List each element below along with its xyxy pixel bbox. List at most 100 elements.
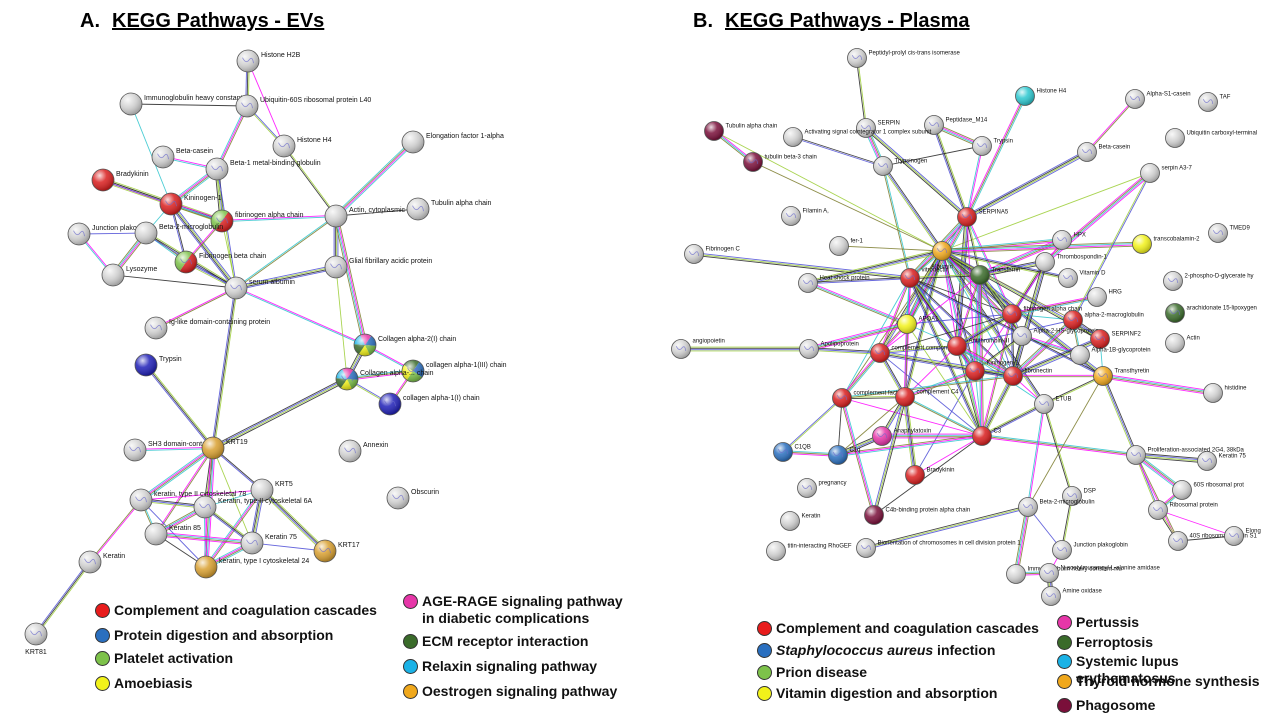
node-brk[interactable]: Bradykinin (905, 465, 955, 485)
node-tgen[interactable]: Trypsinogen (873, 156, 928, 176)
node-k24[interactable]: keratin, type I cytoskeletal 24 (194, 555, 309, 579)
node-try[interactable]: Trypsin (134, 353, 182, 377)
node-fibc[interactable]: Fibrinogen C (684, 244, 741, 264)
node-pa2[interactable]: Proliferation-associated 2G4, 38kDa (1126, 445, 1245, 465)
node-c4[interactable]: complement C4 (895, 387, 960, 407)
node-col1a[interactable]: collagen alpha-1(I) chain (378, 392, 480, 416)
node-elf[interactable]: Elongation factor 1-alpha (401, 130, 504, 154)
node-apoa[interactable]: APOA1 (897, 314, 940, 334)
node-k75[interactable]: Keratin 75 (240, 531, 297, 555)
node-serpin[interactable]: SERPIN (856, 118, 900, 138)
node-ker[interactable]: Keratin (78, 550, 125, 574)
node-hrg[interactable]: HRG (1087, 287, 1123, 307)
node-c4bp[interactable]: C4b-binding protein alpha chain (864, 505, 971, 525)
node-tmed[interactable]: TMED9 (1208, 223, 1251, 243)
node-uch[interactable]: Ubiquitin carboxyl-terminal (1165, 128, 1258, 148)
node-colx[interactable]: Collagen alpha-... chain (335, 367, 434, 391)
node-a2hs[interactable]: Alpha-2-HS-glycoprotein (1012, 326, 1099, 346)
node-kerb[interactable]: Keratin (780, 511, 821, 531)
node-jupb[interactable]: Junction plakoglobin (1052, 540, 1128, 560)
node-his[interactable]: histidine (1203, 383, 1248, 403)
node-ighb[interactable]: Immunoglobulin heavy constant mu (1006, 564, 1122, 584)
node-tti[interactable]: titin-interacting RhoGEF (766, 541, 852, 561)
node-taf[interactable]: TAF (1198, 92, 1231, 112)
node-kin1[interactable]: Kininogen-1 (159, 192, 221, 216)
node-b1mg[interactable]: Beta-1 metal-binding globulin (205, 157, 321, 181)
node-b2mb[interactable]: Beta-2-microglobulin (1018, 497, 1095, 517)
node-col2a[interactable]: Collagen alpha-2(I) chain (353, 333, 456, 357)
node-at3[interactable]: Antithrombin-III (947, 336, 1010, 356)
node-alox[interactable]: arachidonate 15-lipoxygen (1165, 303, 1257, 323)
node-h4b[interactable]: Histone H4 (1015, 86, 1067, 106)
node-albb[interactable]: Albumin (931, 241, 953, 271)
node-amox[interactable]: Amine oxidase (1041, 586, 1103, 606)
node-fgb[interactable]: Fibrinogen beta chain (174, 250, 266, 274)
node-igh[interactable]: Immunoglobulin heavy constant (119, 92, 243, 116)
node-tcn2[interactable]: transcobalamin-2 (1132, 234, 1201, 254)
node-c1q[interactable]: C1q (828, 445, 861, 465)
node-c3[interactable]: C3 (972, 426, 1002, 446)
node-ang[interactable]: angiopoietin (671, 339, 725, 359)
node-k75b[interactable]: Keratin 75 (1197, 451, 1247, 471)
node-elong[interactable]: Elong (1224, 526, 1261, 546)
node-sa37[interactable]: serpin A3-7 (1140, 163, 1193, 183)
node-pgy[interactable]: 2-phospho-D-glycerate hy (1163, 271, 1254, 291)
node-krt5[interactable]: KRT5 (250, 478, 293, 502)
node-nac[interactable]: N-acetylmuramoyl-L-alanine amidase (1039, 563, 1161, 583)
node-etub[interactable]: ETUB (1034, 394, 1072, 414)
node-rib40[interactable]: 40S ribosomal protein S1 (1168, 531, 1258, 551)
node-bori[interactable]: Biorientation of chromosomes in cell div… (856, 538, 1022, 558)
node-preg[interactable]: pregnancy (797, 478, 847, 498)
node-trf[interactable]: Transferrin (970, 265, 1021, 285)
node-hpx[interactable]: HPX (1052, 230, 1086, 250)
node-sh3[interactable]: SH3 domain-contain... (123, 438, 217, 462)
node-fgab[interactable]: fibrinogen alpha chain (1002, 304, 1083, 324)
node-k85[interactable]: Keratin 85 (144, 522, 201, 546)
node-jup[interactable]: Junction plakoglobin (67, 222, 156, 246)
node-ubi[interactable]: Ubiquitin-60S ribosomal protein L40 (235, 94, 371, 118)
node-cfh[interactable]: complement factor H (832, 388, 909, 408)
node-actin[interactable]: Actin, cytoplasmic 1 (324, 204, 411, 228)
node-k6a[interactable]: Keratin, type II cytoskeletal 6A (193, 495, 312, 519)
node-c1qb[interactable]: C1QB (773, 442, 811, 462)
node-b2m[interactable]: Beta-2-microglobulin (134, 221, 223, 245)
node-fer[interactable]: fer-1 (829, 236, 864, 256)
node-fn1[interactable]: fibronectin (1003, 366, 1053, 386)
node-hsp[interactable]: Heat shock protein (798, 273, 870, 293)
node-anap[interactable]: Anaphylatoxin (872, 426, 932, 446)
node-bcas[interactable]: Beta-casein (151, 145, 213, 169)
node-anx[interactable]: Annexin (338, 439, 388, 463)
node-bcasb[interactable]: Beta-casein (1077, 142, 1131, 162)
node-gfap[interactable]: Glial fibrillary acidic protein (324, 255, 432, 279)
node-tubb[interactable]: Tubulin alpha chain (704, 121, 778, 141)
node-vitr[interactable]: vitronectin (900, 268, 949, 288)
node-vitd[interactable]: Vitamin D (1058, 268, 1107, 288)
node-obs[interactable]: Obscurin (386, 486, 439, 510)
node-as1[interactable]: Alpha-S1-casein (1125, 89, 1191, 109)
node-fila[interactable]: Filamin A, (781, 206, 830, 226)
node-a1b[interactable]: Alpha-1B-glycoprotein (1070, 345, 1151, 365)
node-krt19[interactable]: KRT19 (201, 436, 248, 460)
node-fga[interactable]: fibrinogen alpha chain (210, 209, 304, 233)
node-rib60[interactable]: 60S ribosomal prot (1172, 480, 1245, 500)
node-asc[interactable]: Activating signal cointegrator 1 complex… (783, 127, 932, 147)
node-tb3[interactable]: tubulin beta-3 chain (743, 152, 817, 172)
node-alb[interactable]: serum albumin (224, 276, 295, 300)
node-h2b[interactable]: Histone H2B (236, 49, 301, 73)
node-ttr[interactable]: Transthyretin (1093, 366, 1150, 386)
node-ppi[interactable]: Peptidyl-prolyl cis-trans isomerase (847, 48, 961, 68)
node-act[interactable]: Actin (1165, 333, 1200, 353)
node-dsp[interactable]: DSP (1062, 486, 1096, 506)
node-pepm[interactable]: Peptidase_M14 (924, 115, 988, 135)
node-col3a[interactable]: collagen alpha-1(III) chain (401, 359, 507, 383)
node-tub[interactable]: Tubulin alpha chain (406, 197, 492, 221)
node-apol[interactable]: Apolipoprotein (799, 339, 859, 359)
node-igl[interactable]: Ig-like domain-containing protein (144, 316, 270, 340)
node-k78[interactable]: keratin, type II cytoskeletal 78 (129, 488, 246, 512)
node-spa5[interactable]: SERPINA5 (957, 207, 1009, 227)
node-lyz[interactable]: Lysozyme (101, 263, 157, 287)
node-thbs[interactable]: Thrombospondin-1 (1035, 252, 1108, 272)
node-ribp[interactable]: Ribosomal protein (1148, 500, 1218, 520)
node-krt81[interactable]: KRT81 (24, 622, 48, 656)
node-h4[interactable]: Histone H4 (272, 134, 332, 158)
